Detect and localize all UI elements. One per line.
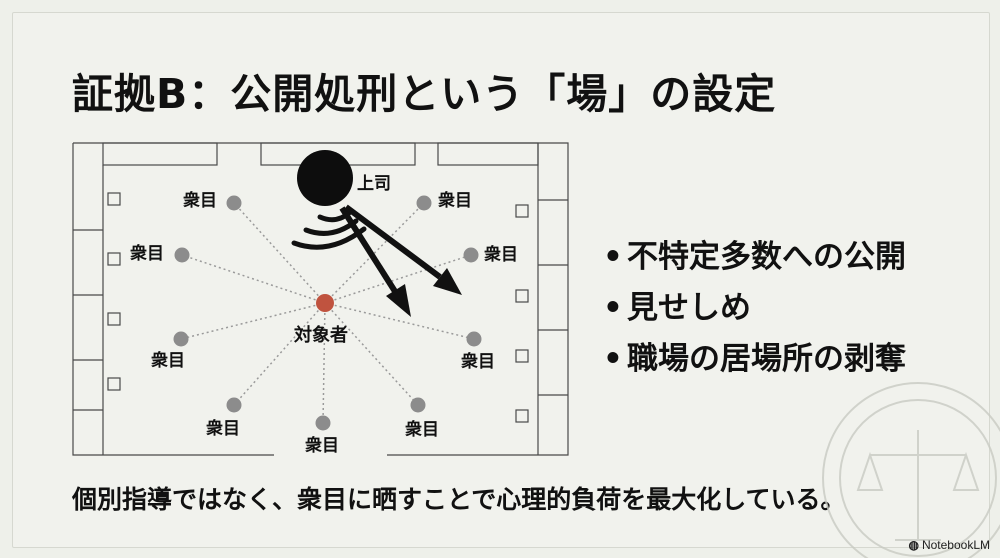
onlooker-dot [416,195,432,211]
bullet-marker: • [603,239,623,275]
bullet-item: •見せしめ [603,283,906,334]
onlooker-dot [315,415,331,431]
onlooker-dot [174,247,190,263]
onlooker-label: 衆目 [206,418,240,439]
onlooker-label: 衆目 [484,244,518,265]
slide-title: 証拠B：公開処刑という「場」の設定 [72,70,777,118]
notebooklm-brand: ◍NotebookLM [908,538,990,552]
onlooker-dot [226,397,242,413]
boss-marker [297,150,353,206]
onlooker-label: 衆目 [183,190,217,211]
onlooker-dot [226,195,242,211]
onlooker-label: 衆目 [151,350,185,371]
brand-name: NotebookLM [921,538,990,552]
onlooker-label: 衆目 [438,190,472,211]
onlookers: 衆目 衆目 衆目 衆目 衆目 衆目 衆目 衆目 衆目 [130,190,518,456]
bullet-list: •不特定多数への公開 •見せしめ •職場の居場所の剥奪 [603,232,906,385]
onlooker-label: 衆目 [305,435,339,456]
target-marker [316,294,334,312]
bullet-text: 職場の居場所の剥奪 [627,341,906,377]
boss-label: 上司 [357,174,391,194]
caption: 個別指導ではなく、衆目に晒すことで心理的負荷を最大化している。 [72,485,846,514]
onlooker-label: 衆目 [461,351,495,372]
onlooker-dot [463,247,479,263]
gaze-lines [180,202,475,424]
onlooker-dot [410,397,426,413]
bullet-text: 見せしめ [627,290,751,326]
floor-plan [72,142,569,456]
bullet-item: •不特定多数への公開 [603,232,906,283]
bullet-marker: • [603,341,623,377]
onlooker-label: 衆目 [130,243,164,264]
onlooker-label: 衆目 [405,419,439,440]
bullet-item: •職場の居場所の剥奪 [603,334,906,385]
bullet-text: 不特定多数への公開 [627,239,906,275]
onlooker-dot [466,331,482,347]
notebooklm-icon: ◍ [908,538,919,552]
onlooker-dot [173,331,189,347]
slide [12,12,990,548]
target-label: 対象者 [293,324,348,346]
bullet-marker: • [603,290,623,326]
pressure-arrows [339,204,462,317]
